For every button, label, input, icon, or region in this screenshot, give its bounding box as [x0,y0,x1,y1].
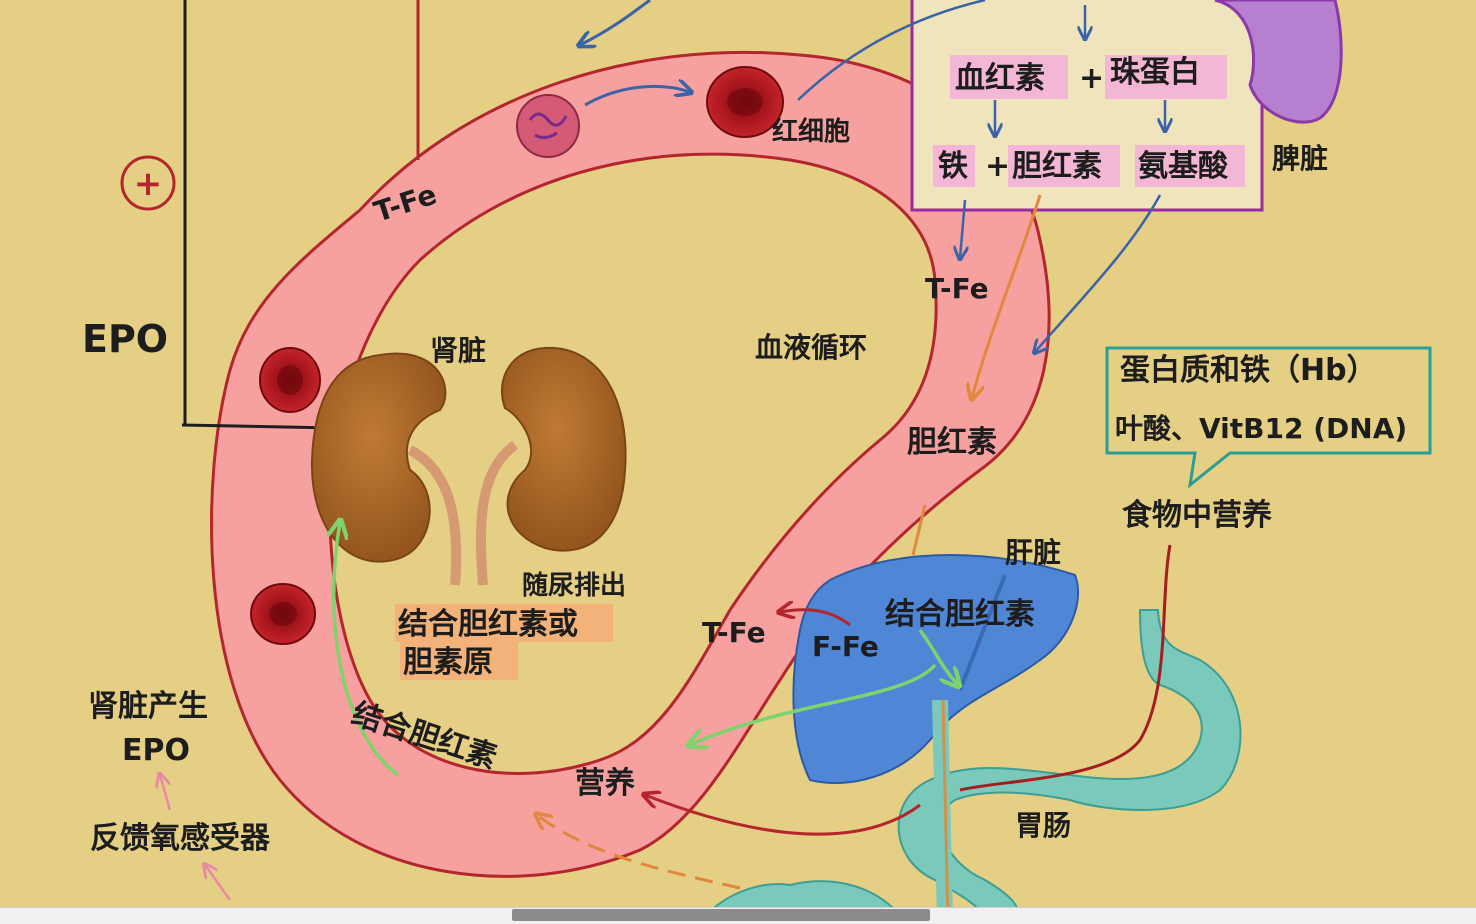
food-callout: 蛋白质和铁（Hb） 叶酸、VitB12 (DNA) [1105,346,1432,489]
box-arrows [995,5,1165,135]
label-iron: 铁 [938,149,968,184]
label-liver: 肝脏 [1005,536,1061,569]
liver-shape [792,554,1080,784]
label-blood-circulation: 血液循环 [755,331,867,364]
arrow-dashed-nutrition [537,815,741,890]
label-amino-acids: 氨基酸 [1138,149,1229,184]
label-gi: 胃肠 [1015,809,1071,842]
kidney-left [310,352,462,586]
arrow-maturation [584,86,690,107]
horizontal-scrollbar-thumb[interactable] [512,909,930,921]
arrow-ffe-to-tfe [780,610,851,627]
arrow-green-liver-to-vessel [690,663,937,745]
label-plus-1: + [1079,61,1104,96]
arrow-rbc-to-spleen [797,0,986,101]
highlight-conj-1 [395,604,613,642]
callout-line2: 叶酸、VitB12 (DNA) [1115,412,1407,445]
label-epo: EPO [82,317,168,361]
spleen-shape [1214,0,1343,124]
nucleated-precursor-cell [516,94,580,158]
plus-sign: + [134,164,163,204]
highlight-bilirubin [1008,145,1120,187]
highlight-iron [933,145,975,187]
arrow-pink-upper [160,775,172,811]
label-bilirubin-right: 胆红素 [907,425,997,460]
label-bilirubin: 胆红素 [1012,149,1102,184]
nutrient-red-line [959,544,1172,792]
red-blood-cell [706,66,784,138]
label-plus-2: + [985,149,1010,184]
label-conj-line2: 胆素原 [403,645,493,680]
plus-circle-icon [120,155,176,211]
arrow-amino-acids [1035,194,1162,352]
label-kidney-produce: 肾脏产生 [88,689,208,724]
label-conj-line1: 结合胆红素或 [398,607,578,642]
label-epo-bottom: EPO [122,733,190,768]
arrow-pink-lower [205,865,232,901]
highlight-globin [1105,55,1227,99]
label-globin: 珠蛋白 [1110,55,1200,90]
red-blood-cell [250,583,316,645]
epo-feedback-lines [181,0,420,430]
highlight-conj-2 [400,642,518,680]
arrow-iron-to-tfe [960,199,965,258]
arrow-top-left-blue [580,0,651,45]
label-food-nutrition: 食物中营养 [1122,498,1272,533]
line-bilirubin-to-liver [911,504,927,556]
label-red-cell: 红细胞 [772,116,850,147]
label-feedback: 反馈氧感受器 [90,821,271,856]
label-ffe-liver: F-Fe [812,630,879,663]
label-excretion: 随尿排出 [522,570,626,601]
label-tfe-liver: T-Fe [702,616,766,649]
highlight-amino [1135,145,1245,187]
arrow-bilirubin-orange [972,194,1042,398]
kidney-right [475,346,627,586]
label-spleen: 脾脏 [1272,142,1328,175]
liver-lobe-line [958,574,1007,691]
arrow-gi-nutrition [645,795,921,836]
arrow-green-to-kidney [334,522,400,777]
arrow-green-to-gi [918,628,958,685]
label-conj-bilirubin-liver: 结合胆红素 [885,597,1035,632]
label-tfe-right: T-Fe [925,272,989,305]
red-blood-cell [259,347,321,413]
callout-line1: 蛋白质和铁（Hb） [1120,353,1377,388]
highlight-hemoglobin [950,55,1068,99]
label-nutrition: 营养 [575,766,635,801]
label-hemoglobin: 血红素 [955,61,1045,96]
label-kidney: 肾脏 [430,334,486,367]
